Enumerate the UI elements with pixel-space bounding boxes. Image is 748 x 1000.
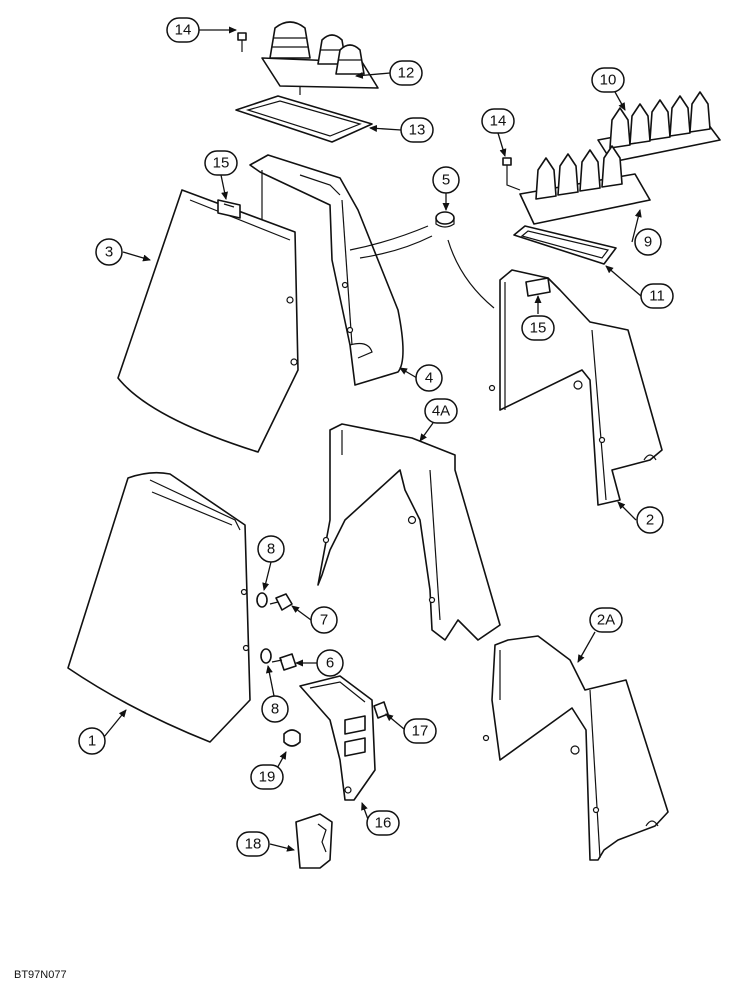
callout-13: 13 <box>400 117 434 143</box>
callout-14: 14 <box>166 17 200 43</box>
part-3-upper-front-panel <box>117 189 299 453</box>
part-6-bolt <box>271 653 297 671</box>
part-8-washer-upper <box>256 592 268 608</box>
callout-8-lower: 8 <box>261 695 289 723</box>
callout-label: 15 <box>530 320 547 337</box>
callout-11: 11 <box>640 283 674 309</box>
callout-7: 7 <box>310 606 338 634</box>
part-1-lower-front-panel <box>67 471 251 743</box>
callout-label: 1 <box>88 733 96 750</box>
callout-label: 4 <box>425 370 433 387</box>
callout-19: 19 <box>250 764 284 790</box>
callout-14-right: 14 <box>481 108 515 134</box>
callout-label: 14 <box>490 113 507 130</box>
callout-label: 18 <box>245 836 262 853</box>
part-4A-middle-bracket <box>317 423 501 641</box>
part-13-gasket <box>235 95 373 143</box>
part-14-screw-right <box>502 157 521 191</box>
callout-label: 13 <box>409 122 426 139</box>
callout-label: 15 <box>213 155 230 172</box>
part-10-gaiter-plate <box>597 91 721 163</box>
callout-3: 3 <box>95 238 123 266</box>
callout-label: 2 <box>646 512 654 529</box>
part-5-plug <box>435 211 455 228</box>
callout-17: 17 <box>403 718 437 744</box>
callout-18: 18 <box>236 831 270 857</box>
part-7-bolt <box>269 593 293 611</box>
figure-id: BT97N077 <box>14 969 67 981</box>
callout-label: 12 <box>398 65 415 82</box>
callout-15-right: 15 <box>521 315 555 341</box>
part-8-washer-lower <box>260 648 272 664</box>
callout-label: 3 <box>105 244 113 261</box>
callout-12: 12 <box>389 60 423 86</box>
callout-label: 8 <box>271 701 279 718</box>
callout-6: 6 <box>316 649 344 677</box>
part-12-gaiter-boot-plate <box>261 21 379 95</box>
callout-label: 6 <box>326 655 334 672</box>
callout-10: 10 <box>591 67 625 93</box>
callout-4A: 4A <box>424 398 458 424</box>
part-4-upper-rear-bracket <box>249 154 404 386</box>
wire-harness <box>349 225 495 309</box>
callout-label: 2A <box>597 612 615 629</box>
callout-4: 4 <box>415 364 443 392</box>
callout-2A: 2A <box>589 607 623 633</box>
callout-15: 15 <box>204 150 238 176</box>
part-16-bracket-plate <box>299 675 376 801</box>
callout-1: 1 <box>78 727 106 755</box>
callout-label: 9 <box>644 234 652 251</box>
callout-label: 4A <box>432 403 450 420</box>
part-11-gasket <box>513 225 617 265</box>
callout-label: 11 <box>649 288 665 305</box>
part-19-nut <box>283 729 301 747</box>
part-17-screw <box>373 701 389 719</box>
callout-label: 7 <box>320 612 328 629</box>
part-18-insulator <box>295 813 333 869</box>
callout-2: 2 <box>636 506 664 534</box>
callout-label: 8 <box>267 541 275 558</box>
callout-label: 5 <box>442 172 450 189</box>
callout-label: 14 <box>175 22 192 39</box>
part-15-latch-right <box>525 277 551 297</box>
part-14-screw-upper <box>237 32 247 52</box>
callout-16: 16 <box>366 810 400 836</box>
callout-label: 10 <box>600 72 617 89</box>
part-2-right-console-housing <box>488 269 663 506</box>
callout-label: 17 <box>412 723 429 740</box>
callout-5: 5 <box>432 166 460 194</box>
part-15-latch-upper <box>217 199 241 219</box>
callout-label: 19 <box>259 769 276 786</box>
callout-8: 8 <box>257 535 285 563</box>
callout-9: 9 <box>634 228 662 256</box>
part-9-gaiter-plate <box>519 145 651 225</box>
part-2A-lower-right-housing <box>482 635 669 861</box>
callout-label: 16 <box>375 815 392 832</box>
